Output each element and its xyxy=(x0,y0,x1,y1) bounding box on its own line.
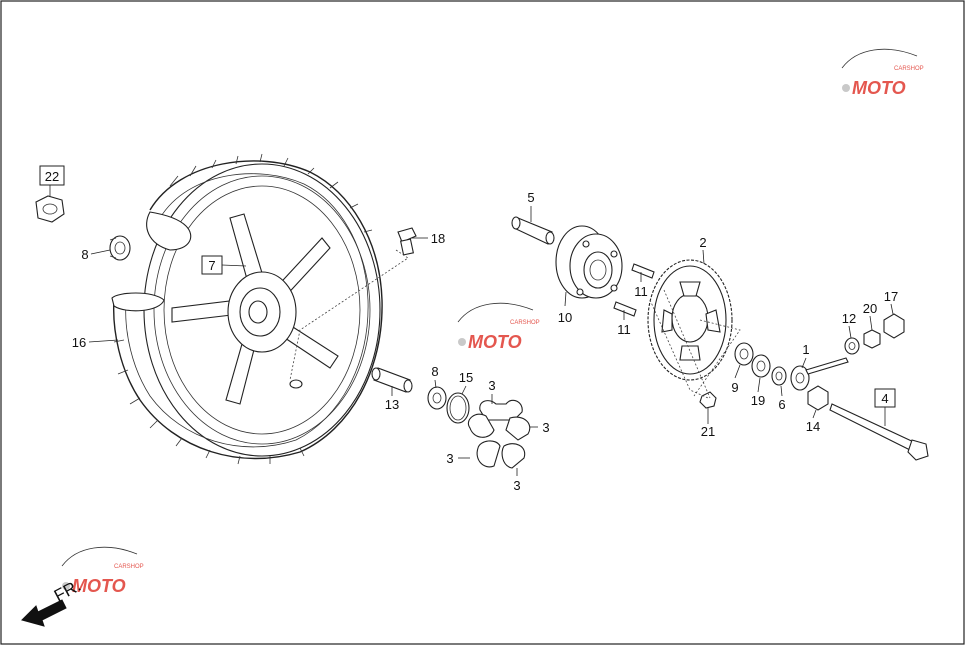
callout-21: 21 xyxy=(701,424,715,439)
watermark-swoosh-icon xyxy=(61,546,138,567)
arrow-down-left-icon xyxy=(21,599,67,627)
part-20-nut xyxy=(863,329,881,349)
watermark-subtitle: CARSHOP xyxy=(894,66,924,72)
part-14-nut xyxy=(807,385,829,411)
part-15-oring xyxy=(446,392,470,424)
callout-7: 7 xyxy=(208,258,215,273)
part-8-bearing-left xyxy=(109,235,131,261)
callout-box-22 xyxy=(39,165,65,186)
callout-3-top: 3 xyxy=(488,378,495,393)
watermark-swoosh-icon xyxy=(841,48,918,69)
assembly-dashed-lines xyxy=(289,249,741,399)
leader-lines xyxy=(49,185,894,476)
part-18-valve xyxy=(397,227,417,256)
callout-20: 20 xyxy=(863,301,877,316)
gear-icon xyxy=(458,338,466,346)
part-3-dampers xyxy=(468,399,531,469)
callout-13: 13 xyxy=(385,397,399,412)
callout-6: 6 xyxy=(778,397,785,412)
callout-22: 22 xyxy=(45,169,59,184)
part-21-nut xyxy=(699,391,717,409)
callout-12: 12 xyxy=(842,311,856,326)
watermark-brand: MOTO xyxy=(468,332,522,352)
watermark-bottom-left: MOTO CARSHOP xyxy=(61,546,144,596)
callout-4: 4 xyxy=(881,391,888,406)
callout-1: 1 xyxy=(802,342,809,357)
callout-3-right: 3 xyxy=(542,420,549,435)
callout-box-7 xyxy=(201,255,223,275)
front-direction-indicator: FR. xyxy=(21,576,84,627)
watermark-top-right: MOTO CARSHOP xyxy=(841,48,924,98)
callout-11-lower: 11 xyxy=(617,322,631,337)
callout-3-bottom: 3 xyxy=(513,478,520,493)
callout-2: 2 xyxy=(699,235,706,250)
part-6-spacer xyxy=(771,366,787,386)
watermark-subtitle: CARSHOP xyxy=(510,320,540,326)
part-13-spacer xyxy=(371,367,413,393)
part-19-washer xyxy=(751,354,771,378)
callout-8-center: 8 xyxy=(431,364,438,379)
watermark-subtitle: CARSHOP xyxy=(114,564,144,570)
part-22-nut xyxy=(35,195,65,223)
callout-box-4 xyxy=(874,388,896,408)
callout-15: 15 xyxy=(459,370,473,385)
callout-14: 14 xyxy=(806,419,820,434)
callout-18: 18 xyxy=(431,231,445,246)
gear-icon xyxy=(842,84,850,92)
callout-5: 5 xyxy=(527,190,534,205)
wheel-tyre xyxy=(111,153,383,465)
part-5-bolt xyxy=(511,216,555,245)
part-4-axle xyxy=(829,403,929,461)
watermark-swoosh-icon xyxy=(457,302,534,323)
part-17-nut xyxy=(883,313,905,339)
wheel-rim xyxy=(143,163,381,457)
part-2-sprocket xyxy=(647,259,733,381)
callout-19: 19 xyxy=(751,393,765,408)
callout-8-left: 8 xyxy=(81,247,88,262)
callout-9: 9 xyxy=(731,380,738,395)
part-9-bearing xyxy=(734,342,754,366)
part-8-bearing-center xyxy=(427,386,447,410)
gear-icon xyxy=(62,582,70,590)
callout-11-upper: 11 xyxy=(634,284,648,299)
watermark-brand: MOTO xyxy=(72,576,126,596)
callout-16: 16 xyxy=(72,335,86,350)
callout-labels: 22 8 7 16 18 5 10 11 11 2 13 8 15 3 3 3 … xyxy=(45,169,898,493)
watermark-center: MOTO CARSHOP xyxy=(457,302,540,352)
part-1-chain-adjuster xyxy=(790,357,849,391)
part-11-studs xyxy=(613,263,655,317)
part-12-washer xyxy=(844,337,860,355)
callout-10: 10 xyxy=(558,310,572,325)
watermark-brand: MOTO xyxy=(852,78,906,98)
callout-17: 17 xyxy=(884,289,898,304)
part-10-hub-carrier xyxy=(555,225,623,299)
callout-3-left: 3 xyxy=(446,451,453,466)
